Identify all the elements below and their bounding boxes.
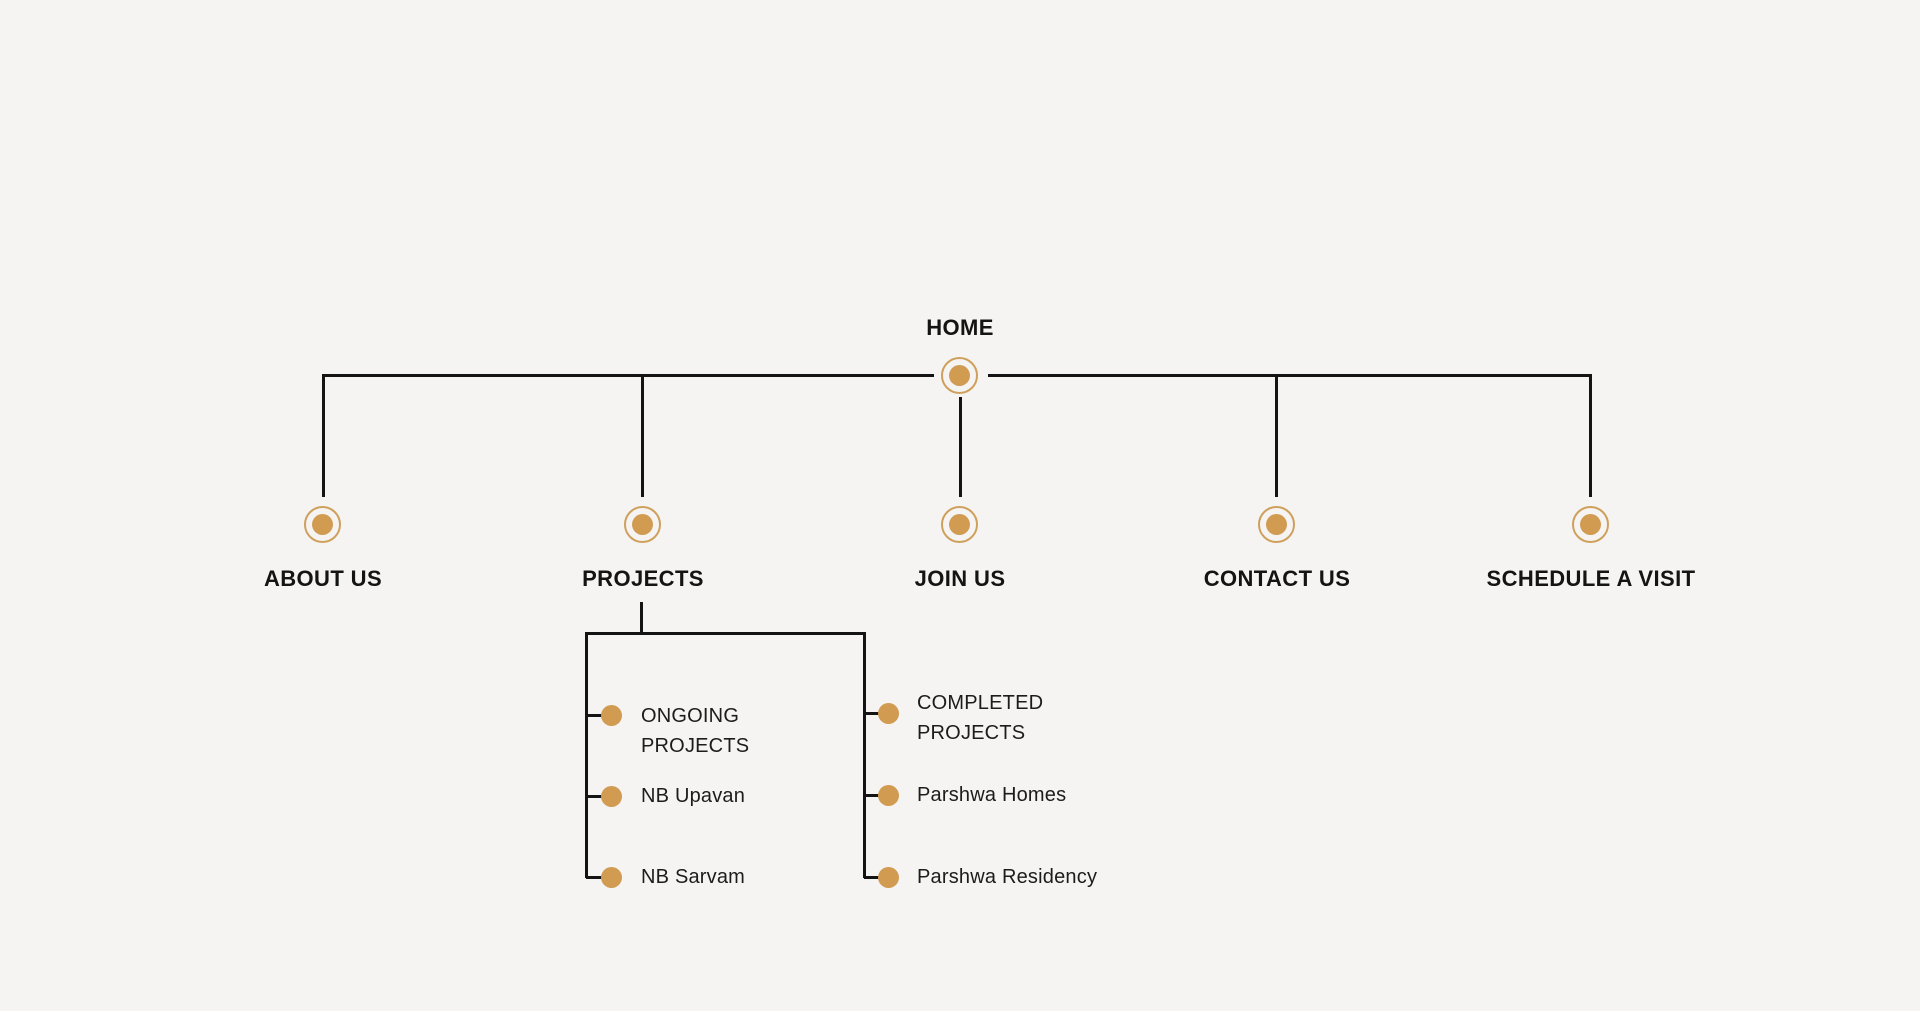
subitem-parshwa-residency[interactable]: Parshwa Residency	[917, 866, 1098, 888]
tick-ongoing-projects	[586, 714, 604, 717]
connector-about-us	[322, 374, 325, 497]
bullet-dot-icon	[878, 785, 899, 806]
subitem-parshwa-homes[interactable]: Parshwa Homes	[917, 784, 1067, 806]
subitem-ongoing-projects[interactable]: ONGOING PROJECTS	[641, 705, 750, 757]
node-marker-schedule-a-visit[interactable]	[1572, 506, 1609, 543]
node-dot-icon	[1580, 514, 1601, 535]
node-marker-about-us[interactable]	[304, 506, 341, 543]
tick-nb-sarvam	[586, 876, 604, 879]
connector-contact-us	[1275, 374, 1278, 497]
subitem-completed-projects[interactable]: COMPLETED PROJECTS	[917, 692, 1044, 744]
tick-nb-upavan	[586, 795, 604, 798]
node-label-join-us[interactable]: JOIN US	[914, 566, 1006, 591]
projects-right-branch	[863, 632, 866, 878]
node-marker-contact-us[interactable]	[1258, 506, 1295, 543]
bullet-dot-icon	[878, 703, 899, 724]
tick-completed-projects	[864, 712, 882, 715]
node-dot-icon	[949, 514, 970, 535]
connector-schedule-a-visit	[1589, 374, 1592, 497]
connector-projects	[641, 374, 644, 497]
subitem-nb-sarvam[interactable]: NB Sarvam	[641, 866, 746, 888]
node-dot-icon	[949, 365, 970, 386]
node-label-projects[interactable]: PROJECTS	[582, 566, 704, 591]
node-dot-icon	[312, 514, 333, 535]
subitem-nb-upavan[interactable]: NB Upavan	[641, 785, 746, 807]
tick-parshwa-homes	[864, 794, 882, 797]
connector-rail-left	[322, 374, 934, 377]
node-marker-join-us[interactable]	[941, 506, 978, 543]
bullet-dot-icon	[878, 867, 899, 888]
node-label-contact-us[interactable]: CONTACT US	[1203, 566, 1351, 591]
tick-parshwa-residency	[864, 876, 882, 879]
projects-left-branch	[585, 632, 588, 878]
node-marker-projects[interactable]	[624, 506, 661, 543]
connector-join-us	[959, 397, 962, 497]
connector-rail-right	[988, 374, 1592, 377]
projects-subtree-bar	[585, 632, 866, 635]
node-dot-icon	[1266, 514, 1287, 535]
node-label-about-us[interactable]: ABOUT US	[263, 566, 383, 591]
bullet-dot-icon	[601, 867, 622, 888]
node-label-schedule-a-visit[interactable]: SCHEDULE A VISIT	[1486, 566, 1696, 591]
bullet-dot-icon	[601, 705, 622, 726]
node-label-home[interactable]: HOME	[926, 315, 994, 340]
node-dot-icon	[632, 514, 653, 535]
bullet-dot-icon	[601, 786, 622, 807]
projects-subtree-stub	[640, 602, 643, 633]
node-marker-home[interactable]	[941, 357, 978, 394]
